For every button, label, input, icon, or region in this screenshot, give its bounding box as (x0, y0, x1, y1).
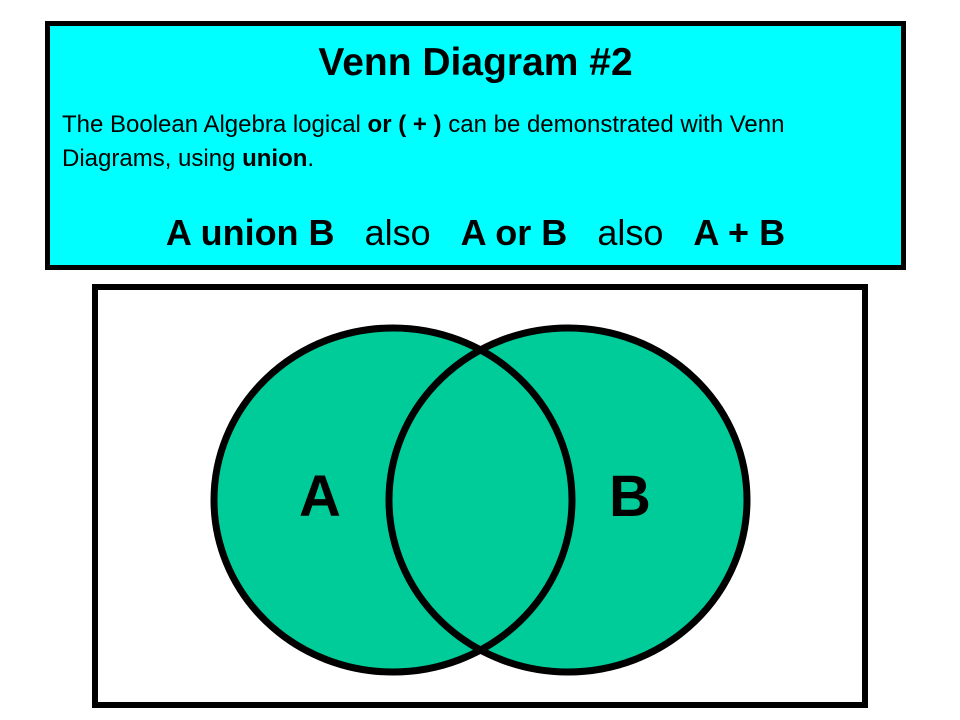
set-a-outline (210, 324, 576, 676)
venn-outlines (210, 324, 751, 676)
description-part-1: The Boolean Algebra logical (62, 111, 368, 138)
equivalence-term-or: A or B (460, 212, 568, 253)
set-a-label: A (299, 464, 341, 529)
set-b-outline (385, 324, 751, 676)
description-text: The Boolean Algebra logical or ( + ) can… (62, 108, 889, 176)
equivalence-separator-1: also (364, 212, 431, 253)
description-or-operator: or ( + ) (367, 111, 442, 138)
set-b-label: B (609, 464, 651, 529)
header-box: Venn Diagram #2 The Boolean Algebra logi… (45, 21, 906, 270)
equivalence-separator-2: also (597, 212, 664, 253)
description-part-3: . (307, 145, 315, 172)
description-part-2: can be demonstrated with Venn Diagrams, … (62, 111, 785, 172)
diagram-title: Venn Diagram #2 (318, 41, 633, 84)
set-b-fill (389, 328, 747, 672)
equivalence-line: A union B also A or B also A + B (50, 212, 901, 254)
equivalence-term-plus: A + B (693, 212, 786, 253)
equivalence-term-union: A union B (165, 212, 335, 253)
description-union-term: union (242, 145, 308, 172)
venn-fills (214, 328, 747, 672)
